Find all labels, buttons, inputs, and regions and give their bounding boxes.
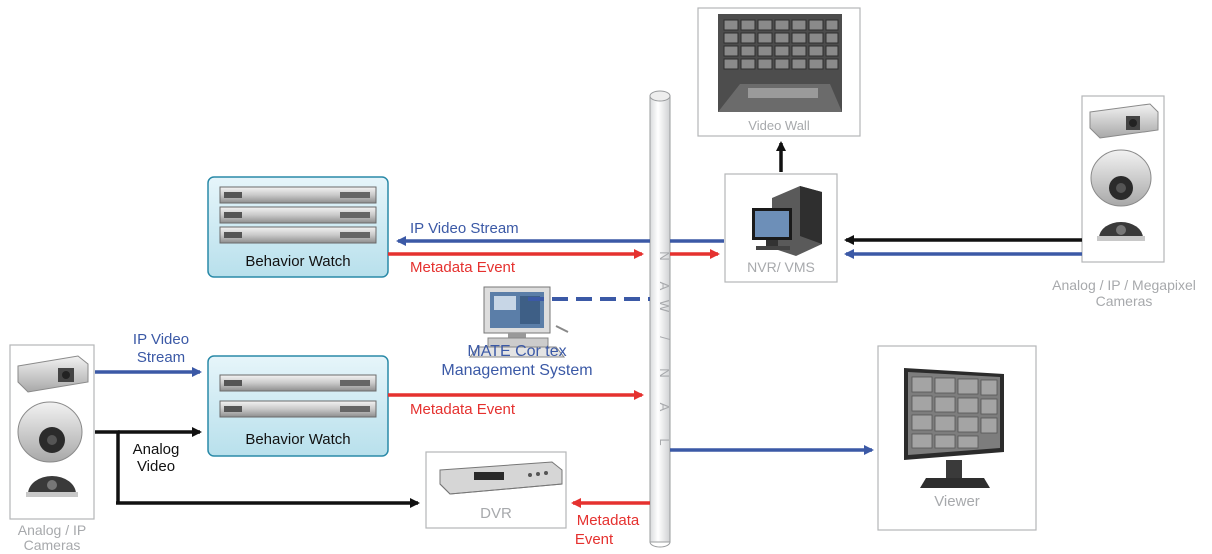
box-camera-icon — [1089, 103, 1159, 139]
lan-wan-letter: W — [657, 300, 672, 313]
lan-wan-letter: A — [657, 282, 672, 291]
dvr: DVR — [425, 451, 567, 529]
behavior-watch-top-label: Behavior Watch — [245, 253, 350, 270]
behavior-watch-bottom: Behavior Watch — [207, 355, 389, 457]
mini-dome-camera-icon — [26, 476, 78, 497]
mini-dome-camera-icon — [1097, 222, 1145, 241]
mate-cortex: MATE Cor tex Management System — [441, 286, 650, 379]
metadata-event-dvr-label-line2: Event — [575, 531, 614, 548]
dome-camera-icon — [1090, 149, 1152, 207]
lan-wan-label: L A N / W A N — [657, 251, 672, 445]
dvr-label: DVR — [480, 505, 512, 522]
lan-wan-letter: L — [657, 438, 672, 445]
megapixel-cameras: Analog / IP / Megapixel Cameras — [1052, 95, 1196, 309]
analog-ip-cameras-label: Analog / IP — [18, 522, 87, 538]
desktop-computer-icon — [468, 286, 569, 358]
video-wall-label: Video Wall — [748, 118, 810, 133]
lan-wan-letter: N — [657, 251, 672, 260]
ip-video-stream-left-label-line2: Stream — [137, 349, 185, 366]
server-rack-icon — [219, 186, 377, 244]
nvr-vms-label: NVR/ VMS — [747, 259, 815, 275]
analog-ip-cameras-label-line2: Cameras — [24, 537, 81, 553]
analog-video-label-line2: Video — [137, 458, 175, 475]
megapixel-cameras-label: Analog / IP / Megapixel — [1052, 277, 1196, 293]
metadata-event-mid-label: Metadata Event — [410, 401, 516, 418]
behavior-watch-bottom-label: Behavior Watch — [245, 431, 350, 448]
pc-tower-monitor-icon — [752, 186, 822, 256]
lan-wan-letter: A — [657, 403, 672, 412]
behavior-watch-top: Behavior Watch — [207, 176, 389, 278]
analog-video-split-line — [95, 430, 120, 503]
dome-camera-icon — [17, 401, 83, 463]
analog-ip-cameras: Analog / IP Cameras — [9, 344, 95, 553]
dvr-recorder-icon — [439, 461, 563, 495]
video-wall-photo-icon — [718, 14, 842, 112]
lan-wan-letter: / — [657, 336, 672, 340]
metadata-event-top-label: Metadata Event — [410, 259, 516, 276]
mate-cortex-label: MATE Cor tex — [467, 343, 566, 360]
analog-video-label: Analog — [133, 441, 180, 458]
mate-cortex-label-line2: Management System — [441, 362, 592, 379]
lan-wan-letter: N — [657, 368, 672, 377]
ip-video-stream-left-label: IP Video — [133, 331, 189, 348]
server-rack-icon — [219, 374, 377, 418]
lan-wan-backbone: L A N / W A N — [649, 90, 672, 548]
megapixel-cameras-label-line2: Cameras — [1096, 293, 1153, 309]
nvr-vms: NVR/ VMS — [724, 173, 838, 283]
viewer: Viewer — [877, 345, 1037, 531]
video-wall: Video Wall — [697, 7, 861, 137]
box-camera-icon — [17, 355, 89, 393]
viewer-label: Viewer — [934, 493, 980, 510]
metadata-event-dvr-label: Metadata — [577, 512, 640, 529]
lcd-monitor-quad-view-icon — [904, 368, 1004, 488]
ip-video-stream-top-label: IP Video Stream — [410, 220, 519, 237]
